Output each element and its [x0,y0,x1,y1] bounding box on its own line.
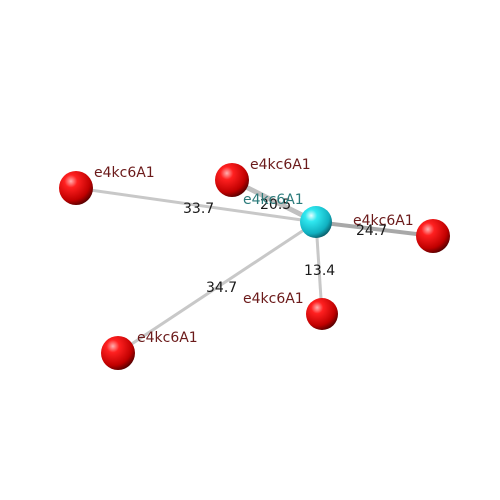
neighbor-atom-label: e4kc6A1 [250,157,311,173]
neighbor-atom-label: e4kc6A1 [243,291,304,307]
center-atom[interactable] [300,206,332,238]
neighbor-atom[interactable] [416,219,450,253]
neighbor-atom[interactable] [59,171,93,205]
distance-label: 24.7 [356,223,387,239]
neighbor-atom-label: e4kc6A1 [94,165,155,181]
neighbor-atom[interactable] [215,163,249,197]
distance-label: 20.5 [260,197,291,213]
distance-label: 34.7 [206,280,237,296]
distance-label: 13.4 [304,263,335,279]
neighbor-atom[interactable] [101,336,135,370]
bond-line [75,186,317,224]
neighbor-atom-label: e4kc6A1 [353,213,414,229]
neighbor-atom-label: e4kc6A1 [137,330,198,346]
bond-line [117,220,317,355]
neighbor-labels: e4kc6A1 e4kc6A1 e4kc6A1 e4kc6A1 e4kc6A1 [94,157,414,346]
neighbor-atoms [59,163,450,370]
distance-label: 33.7 [183,201,214,217]
center-atom-label: e4kc6A1 [243,192,304,208]
neighbor-atom[interactable] [306,298,338,330]
bond-line [315,220,434,238]
distance-labels: 33.7 20.5 24.7 13.4 34.7 [183,197,387,296]
